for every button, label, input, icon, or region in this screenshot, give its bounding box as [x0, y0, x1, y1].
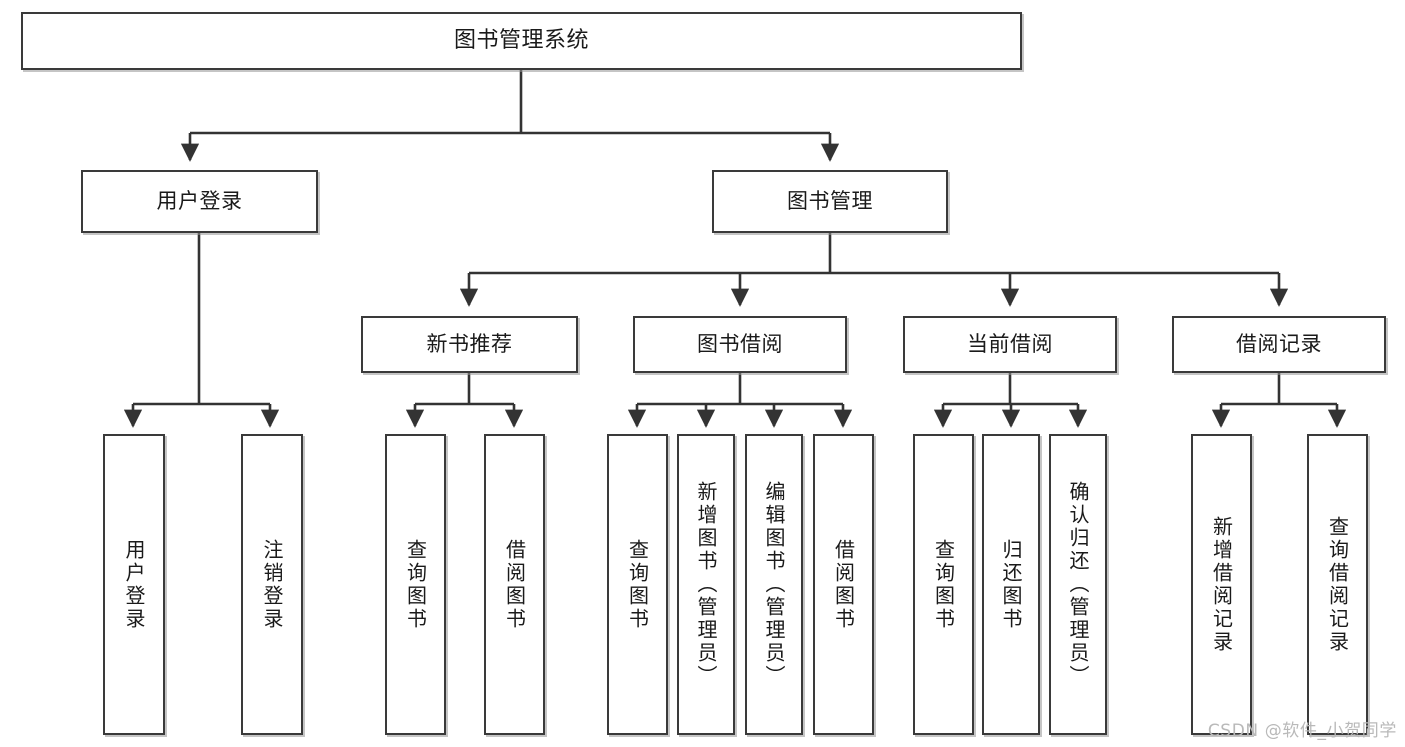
node-leaf-query-book-1[interactable]: 查询图书 [385, 434, 446, 735]
node-leaf-logout-login[interactable]: 注销登录 [241, 434, 303, 735]
node-leaf-add-borrow-record-label: 新增借阅记录 [1209, 515, 1234, 654]
node-leaf-add-borrow-record[interactable]: 新增借阅记录 [1191, 434, 1252, 735]
node-leaf-user-login[interactable]: 用户登录 [103, 434, 165, 735]
node-leaf-borrow-book-2-label: 借阅图书 [831, 538, 856, 631]
node-book-management-label: 图书管理 [787, 189, 873, 214]
node-leaf-confirm-return-label: 确认归还（管理员） [1066, 481, 1090, 688]
node-new-book-recommend[interactable]: 新书推荐 [361, 316, 578, 373]
node-leaf-edit-book[interactable]: 编辑图书（管理员） [745, 434, 803, 735]
node-leaf-add-book[interactable]: 新增图书（管理员） [677, 434, 735, 735]
node-new-book-recommend-label: 新书推荐 [426, 332, 513, 357]
node-leaf-borrow-book-1-label: 借阅图书 [502, 538, 527, 631]
node-leaf-query-borrow-record-label: 查询借阅记录 [1325, 515, 1350, 654]
node-root-label: 图书管理系统 [453, 28, 589, 54]
node-leaf-logout-login-label: 注销登录 [260, 538, 284, 631]
node-book-borrow[interactable]: 图书借阅 [633, 316, 847, 373]
node-leaf-add-book-label: 新增图书（管理员） [694, 481, 718, 688]
node-book-borrow-label: 图书借阅 [697, 332, 783, 357]
node-leaf-confirm-return[interactable]: 确认归还（管理员） [1049, 434, 1107, 735]
node-book-management[interactable]: 图书管理 [712, 170, 948, 233]
node-leaf-borrow-book-1[interactable]: 借阅图书 [484, 434, 545, 735]
node-leaf-query-book-2-label: 查询图书 [625, 538, 650, 631]
node-current-borrow-label: 当前借阅 [967, 332, 1053, 357]
node-leaf-query-book-3-label: 查询图书 [931, 538, 956, 631]
node-leaf-query-book-1-label: 查询图书 [403, 538, 428, 631]
node-leaf-return-book-label: 归还图书 [999, 538, 1023, 631]
node-user-login-label: 用户登录 [156, 189, 243, 214]
node-user-login[interactable]: 用户登录 [81, 170, 318, 233]
node-leaf-edit-book-label: 编辑图书（管理员） [762, 481, 786, 688]
node-borrow-record[interactable]: 借阅记录 [1172, 316, 1386, 373]
node-leaf-return-book[interactable]: 归还图书 [982, 434, 1040, 735]
node-current-borrow[interactable]: 当前借阅 [903, 316, 1117, 373]
node-leaf-user-login-label: 用户登录 [122, 538, 146, 631]
node-leaf-query-book-3[interactable]: 查询图书 [913, 434, 974, 735]
csdn-watermark: CSDN @软件_小贺同学 [1207, 721, 1397, 741]
node-leaf-query-book-2[interactable]: 查询图书 [607, 434, 668, 735]
node-root[interactable]: 图书管理系统 [21, 12, 1022, 70]
node-borrow-record-label: 借阅记录 [1236, 332, 1322, 357]
node-leaf-borrow-book-2[interactable]: 借阅图书 [813, 434, 874, 735]
node-leaf-query-borrow-record[interactable]: 查询借阅记录 [1307, 434, 1368, 735]
